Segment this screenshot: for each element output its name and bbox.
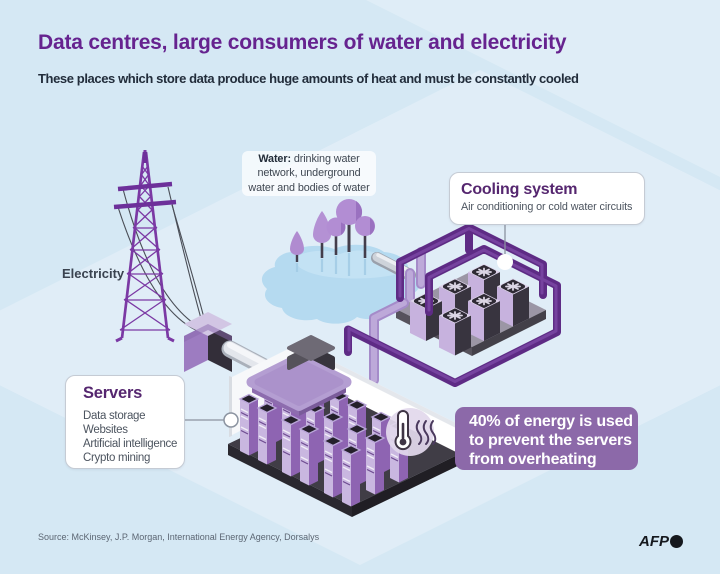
cooling-fan-icon [476, 296, 492, 306]
cooling-unit [439, 307, 471, 356]
cooling-fan-icon [476, 267, 492, 277]
transformer [184, 312, 232, 372]
tree-small-cone [290, 231, 304, 262]
servers-list-item: Websites [83, 424, 128, 436]
server-rack [256, 402, 278, 465]
server-rack [322, 435, 344, 498]
trees [290, 199, 375, 276]
servers-list-item: Artificial intelligence [83, 438, 178, 450]
tree-round-2 [355, 216, 375, 258]
tree-reflections [295, 253, 367, 276]
afp-logo-text: AFP [639, 533, 669, 550]
hot-water-pipes [344, 223, 561, 387]
cooling-units [410, 264, 529, 356]
source-credit: Source: McKinsey, J.P. Morgan, Internati… [38, 532, 320, 542]
server-room-roof [246, 353, 352, 416]
thermometer-icon [386, 408, 437, 456]
energy-stat-line: from overheating [469, 451, 597, 468]
heat-waves-icon [415, 420, 437, 445]
energy-stat-badge: 40% of energy is used to prevent the ser… [455, 407, 638, 470]
cold-water-pipe [405, 247, 426, 307]
servers-connector [184, 412, 239, 428]
server-rack [238, 393, 260, 456]
servers-list-item: Crypto mining [83, 452, 151, 464]
server-room [228, 335, 470, 517]
water-label: Water: drinking water network, undergrou… [242, 151, 376, 196]
rooftop-vent-box [287, 335, 335, 370]
server-rack [340, 444, 362, 507]
water-label-bold: Water: [258, 153, 291, 166]
cooling-system-callout: Cooling system Air conditioning or cold … [449, 172, 645, 225]
water-intake-pipe [371, 252, 416, 281]
cooling-unit [497, 278, 529, 327]
cooling-fan-icon [447, 282, 463, 291]
servers-list: Data storage Websites Artificial intelli… [66, 409, 184, 465]
energy-stat-line: to prevent the servers [469, 432, 632, 449]
page-subtitle: These places which store data produce hu… [38, 71, 579, 86]
tree-cone [313, 211, 331, 258]
page-title: Data centres, large consumers of water a… [38, 31, 567, 54]
energy-stat-line: 40% of energy is used [469, 413, 633, 430]
electricity-pylon [113, 150, 209, 343]
tree-round-1 [326, 217, 346, 255]
cooling-connector [497, 224, 513, 270]
servers-list-item: Data storage [83, 410, 146, 422]
servers-callout: Servers Data storage Websites Artificial… [65, 375, 185, 469]
server-rack [280, 414, 302, 477]
cooling-system-title: Cooling system [461, 181, 578, 198]
cooling-system-body: Air conditioning or cold water circuits [461, 201, 633, 213]
server-rack [364, 432, 386, 495]
cooling-fan-icon [447, 311, 463, 320]
afp-logo-dot [670, 535, 683, 548]
afp-logo: AFP [639, 533, 683, 550]
water-label-text: drinking water network, underground wate… [248, 153, 370, 194]
cooling-fan-icon [505, 282, 521, 291]
pylon-tower [113, 150, 177, 343]
electricity-label: Electricity [62, 266, 125, 281]
cold-water-pipe-run [369, 298, 409, 385]
server-rack [298, 423, 320, 486]
cooling-unit [468, 293, 500, 341]
servers-title: Servers [83, 384, 143, 402]
